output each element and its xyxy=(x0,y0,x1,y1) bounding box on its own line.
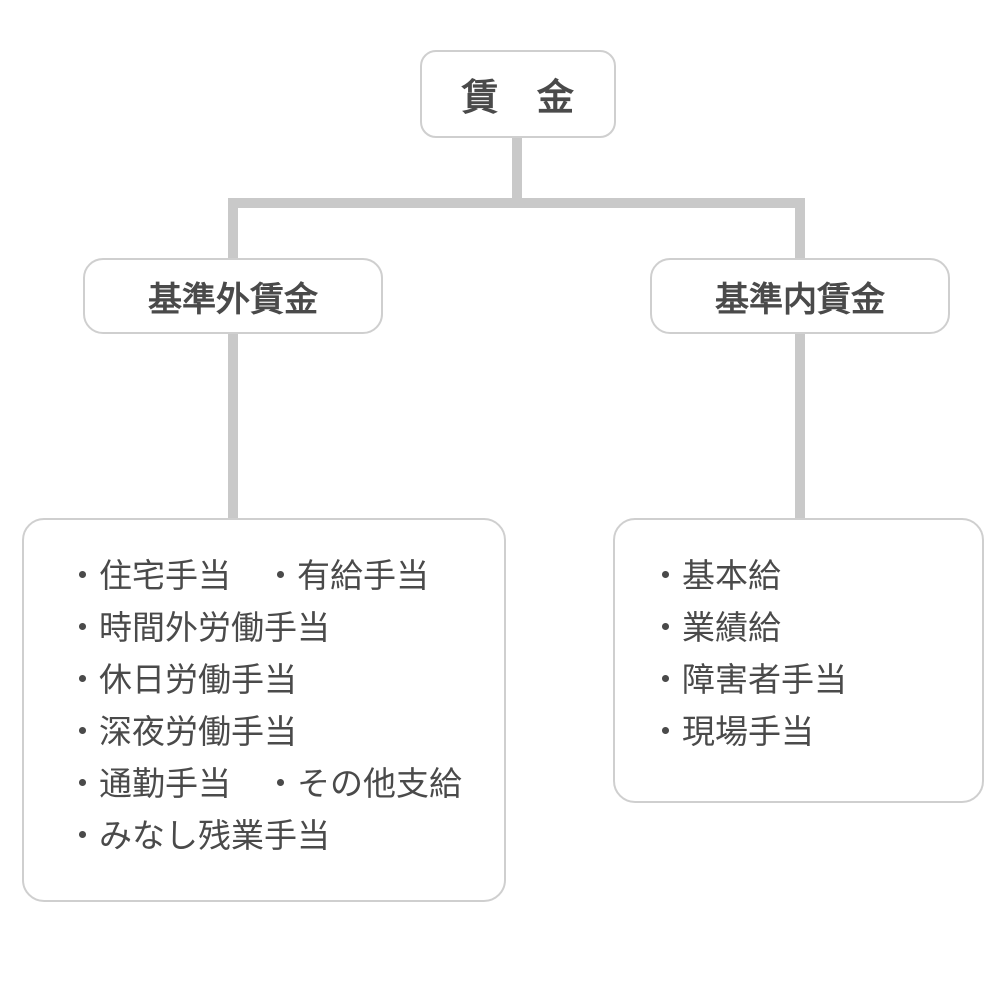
node-branch-standard-wage[interactable]: 基準内賃金 xyxy=(650,258,950,334)
node-branch-standard-wage-label: 基準内賃金 xyxy=(715,279,885,320)
node-root-wage[interactable]: 賃 金 xyxy=(420,50,616,138)
list-item: ・障害者手当 xyxy=(649,660,847,699)
connector-root-stem xyxy=(512,138,522,200)
node-leaf-non-standard-wage-items[interactable]: ・住宅手当 ・有給手当 ・時間外労働手当 ・休日労働手当 ・深夜労働手当 ・通勤… xyxy=(22,518,506,902)
connector-bus-to-right-branch xyxy=(795,198,805,260)
list-item: ・休日労働手当 xyxy=(66,660,297,699)
node-root-label: 賃 金 xyxy=(461,76,575,119)
list-item: ・通勤手当 ・その他支給 xyxy=(66,764,462,803)
standard-wage-item-list: ・基本給 ・業績給 ・障害者手当 ・現場手当 xyxy=(615,550,982,758)
node-branch-non-standard-wage[interactable]: 基準外賃金 xyxy=(83,258,383,334)
connector-horizontal-bus xyxy=(228,198,805,208)
list-item: ・基本給 xyxy=(649,556,781,595)
non-standard-wage-item-list: ・住宅手当 ・有給手当 ・時間外労働手当 ・休日労働手当 ・深夜労働手当 ・通勤… xyxy=(24,550,504,862)
connector-right-branch-to-leaf xyxy=(795,332,805,522)
list-item: ・現場手当 xyxy=(649,712,814,751)
list-item: ・業績給 xyxy=(649,608,781,647)
list-item: ・時間外労働手当 xyxy=(66,608,330,647)
list-item: ・住宅手当 ・有給手当 xyxy=(66,556,429,595)
connector-bus-to-left-branch xyxy=(228,198,238,260)
node-branch-non-standard-wage-label: 基準外賃金 xyxy=(148,279,318,320)
connector-left-branch-to-leaf xyxy=(228,332,238,522)
list-item: ・みなし残業手当 xyxy=(66,816,330,855)
list-item: ・深夜労働手当 xyxy=(66,712,297,751)
node-leaf-standard-wage-items[interactable]: ・基本給 ・業績給 ・障害者手当 ・現場手当 xyxy=(613,518,984,803)
